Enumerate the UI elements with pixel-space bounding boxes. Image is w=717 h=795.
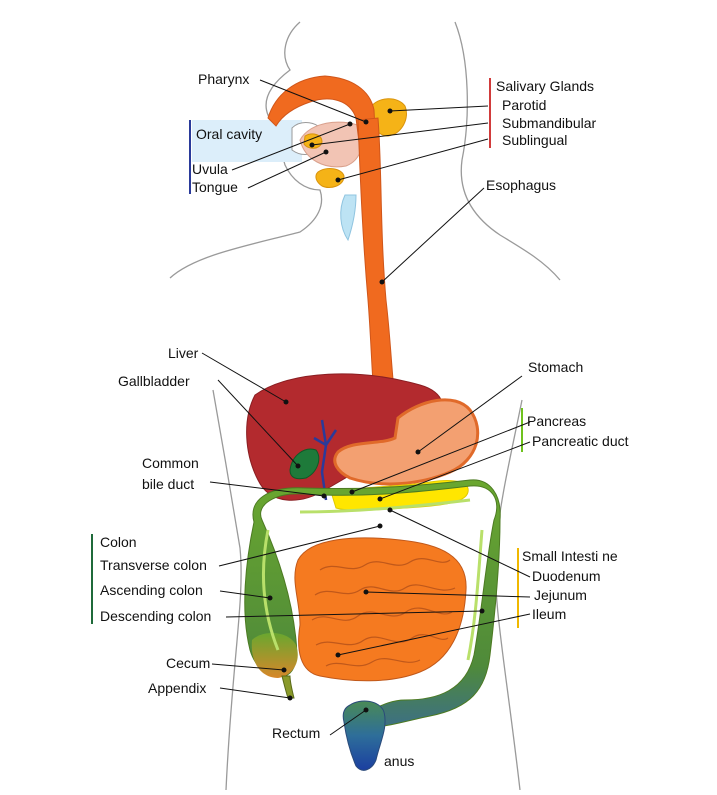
label-anus: anus xyxy=(384,753,414,769)
label-rectum: Rectum xyxy=(272,725,320,741)
appendix-shape xyxy=(281,675,295,699)
oral-cavity-box xyxy=(192,120,302,162)
label-esophagus: Esophagus xyxy=(486,177,556,193)
leader-lines xyxy=(201,79,531,736)
label-gallbladder: Gallbladder xyxy=(118,373,190,389)
small-intestine-folds xyxy=(311,557,456,667)
stomach-shape xyxy=(333,398,480,486)
small-intestine-group-title: Small Intesti ne xyxy=(522,548,618,564)
cecum-shape xyxy=(251,633,298,678)
pancreas-group-title: Pancreas xyxy=(527,413,586,429)
label-appendix: Appendix xyxy=(148,680,206,696)
sublingual-gland xyxy=(315,168,345,189)
oral-group-title: Oral cavity xyxy=(196,126,262,142)
trachea xyxy=(340,194,357,242)
gallbladder-shape xyxy=(289,448,320,480)
salivary-group-title: Salivary Glands xyxy=(496,78,594,94)
bile-duct-tree xyxy=(313,419,338,501)
label-cecum: Cecum xyxy=(166,655,210,671)
colon-inner-line-right xyxy=(466,529,484,661)
colon-group-title: Colon xyxy=(100,534,137,550)
colon-inner-line-left xyxy=(261,529,280,651)
label-ileum: Ileum xyxy=(532,606,566,622)
label-sublingual: Sublingual xyxy=(502,132,567,148)
label-liver: Liver xyxy=(168,345,199,361)
label-descending-colon: Descending colon xyxy=(100,608,211,624)
label-submandibular: Submandibular xyxy=(502,115,597,131)
label-transverse-colon: Transverse colon xyxy=(100,557,207,573)
leader-dots xyxy=(267,108,485,713)
label-duodenum: Duodenum xyxy=(532,568,601,584)
label-jejunum: Jejunum xyxy=(534,587,587,603)
colon-shape xyxy=(244,479,501,729)
label-common-bile-duct-line1: Common xyxy=(142,455,199,471)
label-pancreatic-duct: Pancreatic duct xyxy=(532,433,629,449)
label-common-bile-duct-line2: bile duct xyxy=(142,476,194,492)
label-ascending-colon: Ascending colon xyxy=(100,582,203,598)
label-uvula: Uvula xyxy=(192,161,228,177)
small-intestine-shape xyxy=(294,537,467,682)
label-tongue: Tongue xyxy=(192,179,238,195)
label-stomach: Stomach xyxy=(528,359,583,375)
label-pharynx: Pharynx xyxy=(198,71,249,87)
label-parotid: Parotid xyxy=(502,97,546,113)
